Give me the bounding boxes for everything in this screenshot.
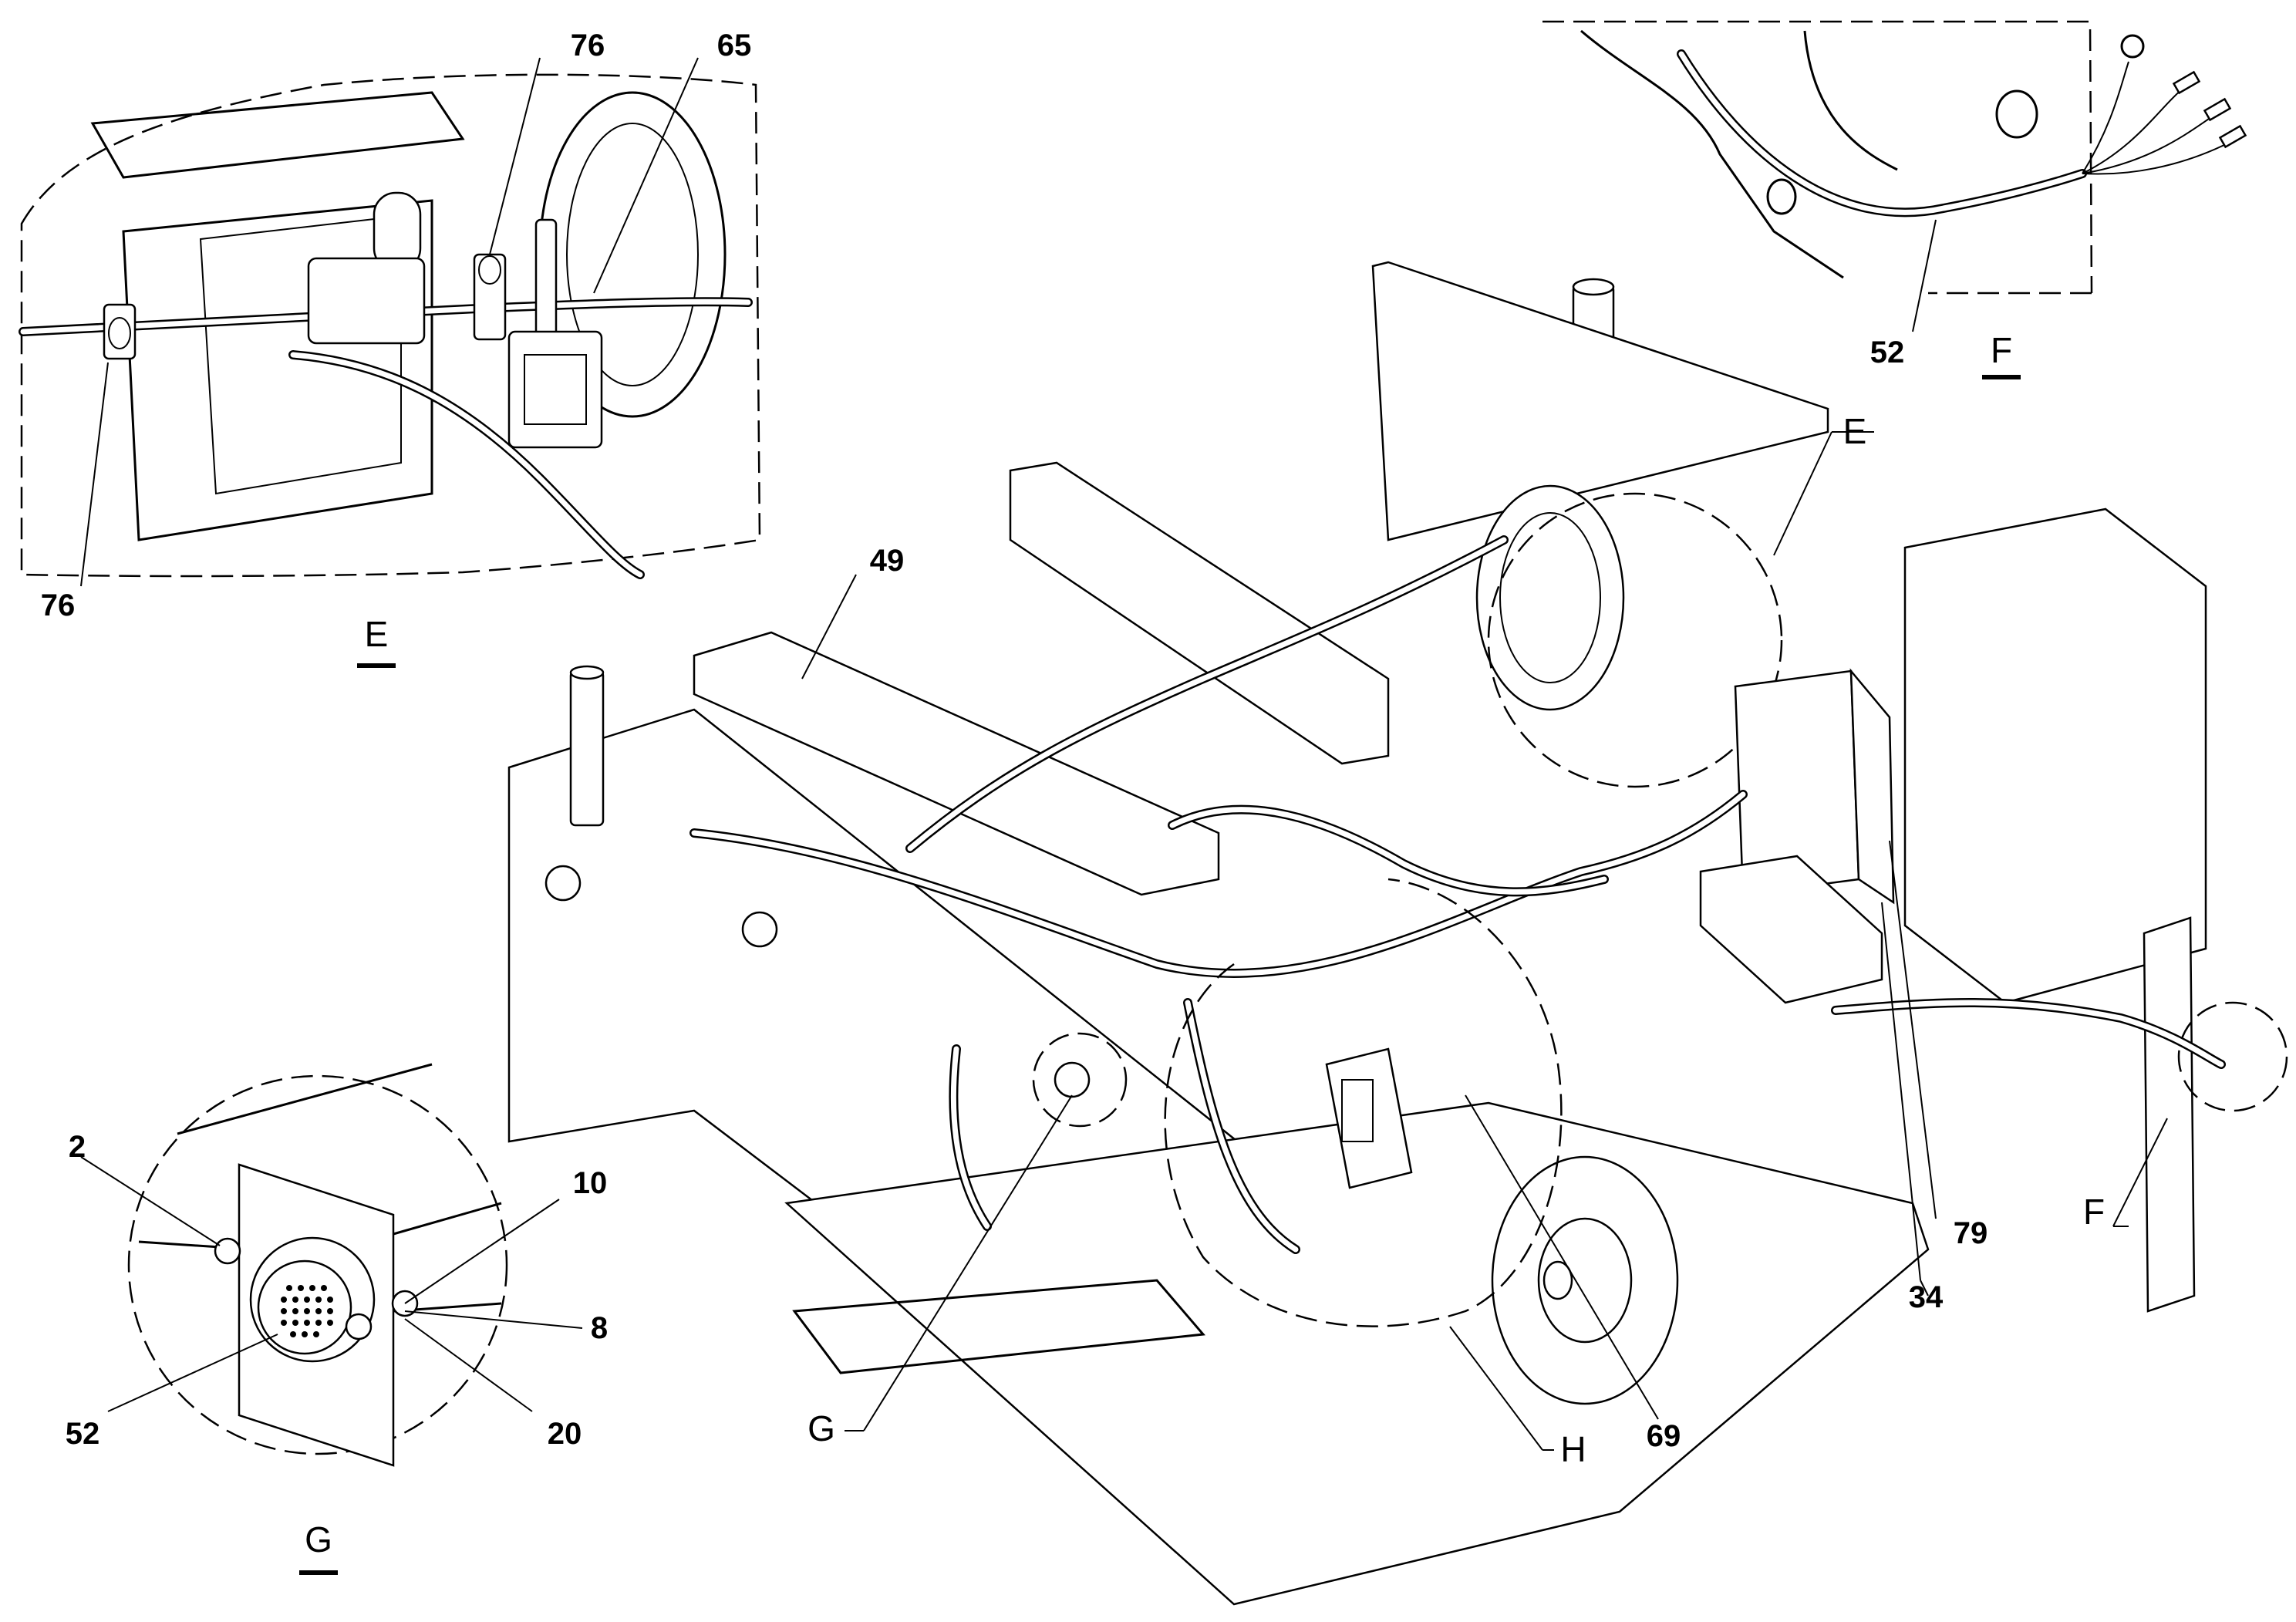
- view-e-pointer: E: [1843, 411, 1867, 451]
- callout-76-left: 76: [41, 588, 76, 622]
- callout-52-top: 52: [1870, 336, 1905, 369]
- detail-e-underline: [357, 663, 396, 668]
- main-machine-frame: [507, 261, 2288, 1606]
- callout-8: 8: [591, 1311, 608, 1345]
- callout-69: 69: [1647, 1419, 1681, 1453]
- callout-79: 79: [1954, 1216, 1988, 1250]
- view-f-pointer: F: [2083, 1192, 2105, 1232]
- detail-view-e: [19, 57, 761, 587]
- callout-65: 65: [717, 29, 752, 62]
- detail-view-f: [1542, 20, 2247, 332]
- callout-52-bottom: 52: [66, 1417, 100, 1451]
- callout-10: 10: [573, 1166, 608, 1200]
- detail-g-underline: [299, 1570, 338, 1575]
- view-h-pointer: H: [1560, 1429, 1586, 1469]
- detail-f-title: F: [1991, 330, 2012, 370]
- detail-view-g: [80, 1063, 583, 1467]
- view-g-pointer: G: [807, 1408, 835, 1448]
- callout-2: 2: [69, 1130, 86, 1164]
- callout-20: 20: [548, 1417, 582, 1451]
- callout-49: 49: [870, 544, 905, 578]
- callout-76-top: 76: [571, 29, 605, 62]
- detail-f-underline: [1982, 375, 2021, 379]
- callout-34: 34: [1909, 1280, 1944, 1314]
- detail-g-title: G: [305, 1519, 332, 1560]
- detail-e-title: E: [365, 614, 389, 654]
